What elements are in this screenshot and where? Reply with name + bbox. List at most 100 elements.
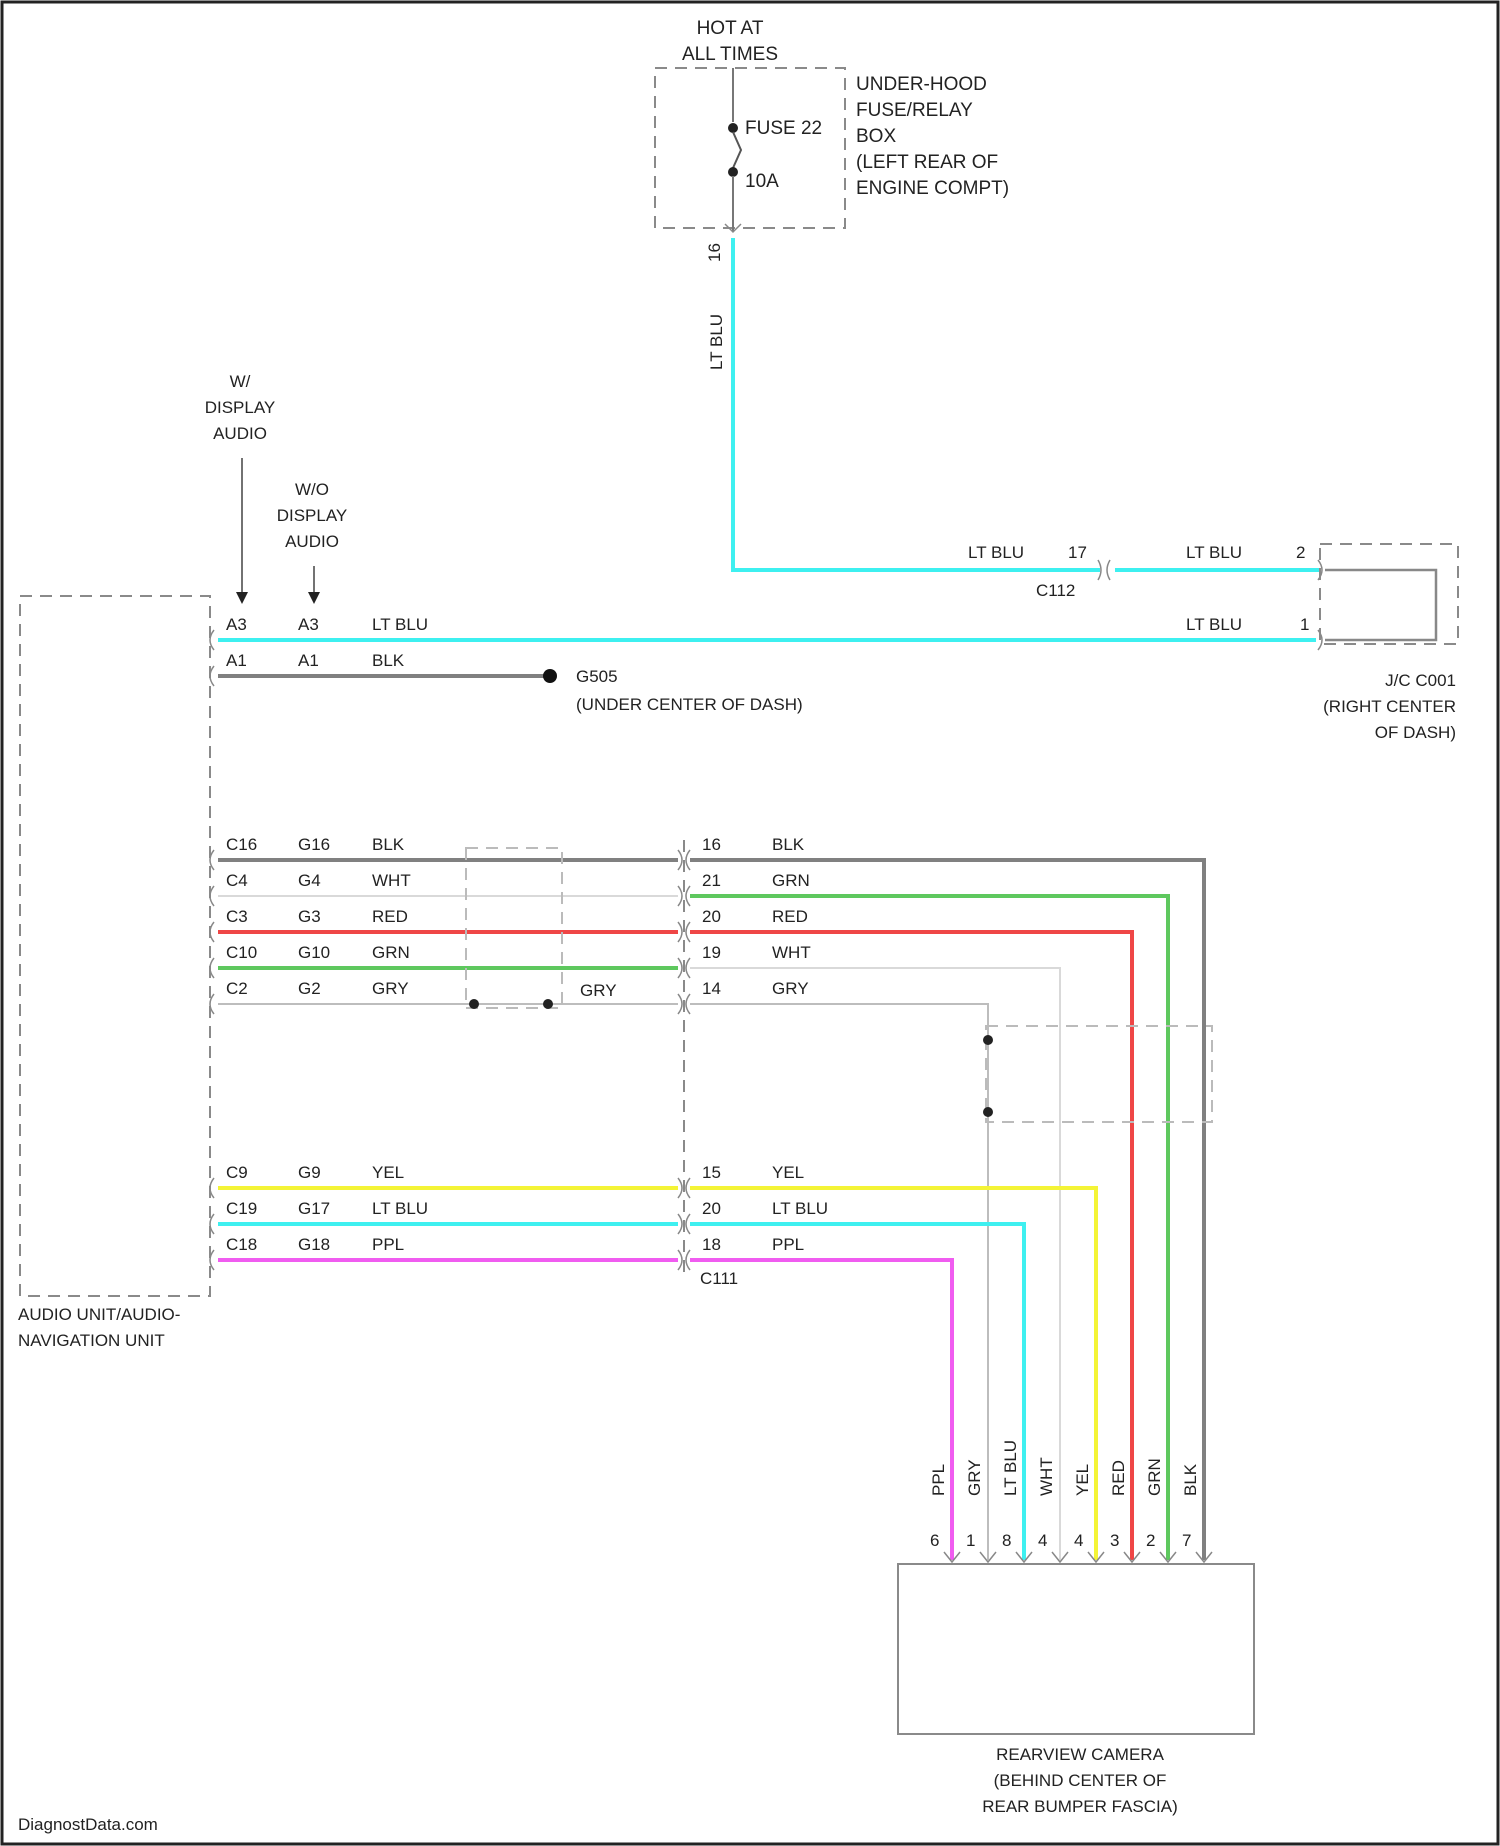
fuse-wire-color: LT BLU xyxy=(707,314,726,370)
c111-pin-0: 16 xyxy=(702,835,721,854)
wire-pin-w-1: C4 xyxy=(226,871,248,890)
camera-shield-splice-2 xyxy=(983,1107,993,1117)
camera-label-line1: REARVIEW CAMERA xyxy=(996,1745,1164,1764)
camera-pin-5: 3 xyxy=(1110,1531,1119,1550)
w-display-line2: DISPLAY xyxy=(205,398,276,417)
c112-wire-in-color: LT BLU xyxy=(968,543,1024,562)
jc-pin-top: 2 xyxy=(1296,543,1305,562)
ground-location: (UNDER CENTER OF DASH) xyxy=(576,695,803,714)
wire-color-1: WHT xyxy=(372,871,411,890)
audio-unit-label-line2: NAVIGATION UNIT xyxy=(18,1331,165,1350)
hot-label-line2: ALL TIMES xyxy=(682,44,778,65)
w-display-line3: AUDIO xyxy=(213,424,267,443)
wo-display-line3: AUDIO xyxy=(285,532,339,551)
wo-display-line1: W/O xyxy=(295,480,329,499)
wire-pin-wo-7: G18 xyxy=(298,1235,330,1254)
camera-wire-label-0: PPL xyxy=(929,1464,948,1496)
c111-pin-7: 18 xyxy=(702,1235,721,1254)
box-label-line2: FUSE/RELAY xyxy=(856,100,973,121)
hot-label-line1: HOT AT xyxy=(697,18,764,39)
wire-color-5: YEL xyxy=(372,1163,404,1182)
camera-wire-label-5: RED xyxy=(1109,1460,1128,1496)
right-wire-color-0: BLK xyxy=(772,835,805,854)
wire-pin-w-0: C16 xyxy=(226,835,257,854)
jc-wire-top-color: LT BLU xyxy=(1186,543,1242,562)
camera-shield-splice-1 xyxy=(983,1035,993,1045)
camera-pin-6: 2 xyxy=(1146,1531,1155,1550)
wire-pin-wo-5: G9 xyxy=(298,1163,321,1182)
c112-pin: 17 xyxy=(1068,543,1087,562)
right-wire-color-4: GRY xyxy=(772,979,809,998)
shield-splice-1 xyxy=(469,999,479,1009)
camera-wire-label-3: WHT xyxy=(1037,1457,1056,1496)
camera-wire-label-2: LT BLU xyxy=(1001,1440,1020,1496)
wire-pin-wo-4: G2 xyxy=(298,979,321,998)
rearview-camera-box xyxy=(898,1564,1254,1734)
box-label-line5: ENGINE COMPT) xyxy=(856,178,1009,199)
c111-pin-2: 20 xyxy=(702,907,721,926)
a1-w-pin: A1 xyxy=(226,651,247,670)
wire-pin-w-5: C9 xyxy=(226,1163,248,1182)
wire-pin-w-3: C10 xyxy=(226,943,257,962)
box-label-line4: (LEFT REAR OF xyxy=(856,152,998,173)
box-label-line1: UNDER-HOOD xyxy=(856,74,987,95)
c111-label: C111 xyxy=(700,1269,738,1288)
wire-pin-w-7: C18 xyxy=(226,1235,257,1254)
fuse-terminal-bottom xyxy=(728,167,738,177)
jc-wire-bottom-color: LT BLU xyxy=(1186,615,1242,634)
wire-pin-wo-2: G3 xyxy=(298,907,321,926)
wire-pin-wo-1: G4 xyxy=(298,871,321,890)
shield-splice-2 xyxy=(543,999,553,1009)
right-wire-color-5: YEL xyxy=(772,1163,804,1182)
wire-pin-w-2: C3 xyxy=(226,907,248,926)
wire-color-4: GRY xyxy=(372,979,409,998)
fuse-pin-number: 16 xyxy=(705,243,724,262)
camera-pin-1: 1 xyxy=(966,1531,975,1550)
wo-display-line2: DISPLAY xyxy=(277,506,348,525)
camera-label-line3: REAR BUMPER FASCIA) xyxy=(982,1797,1178,1816)
wire-color-6: LT BLU xyxy=(372,1199,428,1218)
camera-wire-label-4: YEL xyxy=(1073,1464,1092,1496)
jc-label-line1: J/C C001 xyxy=(1385,671,1456,690)
camera-label-line2: (BEHIND CENTER OF xyxy=(994,1771,1167,1790)
footer-watermark: DiagnostData.com xyxy=(18,1815,158,1834)
w-display-line1: W/ xyxy=(230,372,251,391)
c111-pin-1: 21 xyxy=(702,871,721,890)
camera-pin-2: 8 xyxy=(1002,1531,1011,1550)
camera-pin-4: 4 xyxy=(1074,1531,1083,1550)
wire-pin-wo-3: G10 xyxy=(298,943,330,962)
ground-icon xyxy=(543,669,557,683)
a1-wire-color: BLK xyxy=(372,651,405,670)
jc-pin-bottom: 1 xyxy=(1300,615,1309,634)
wire-color-0: BLK xyxy=(372,835,405,854)
wire-color-2: RED xyxy=(372,907,408,926)
mid-gry-label: GRY xyxy=(580,981,617,1000)
a1-wo-pin: A1 xyxy=(298,651,319,670)
c111-pin-4: 14 xyxy=(702,979,721,998)
camera-wire-label-6: GRN xyxy=(1145,1458,1164,1496)
fuse-amp: 10A xyxy=(745,171,779,192)
c111-pin-3: 19 xyxy=(702,943,721,962)
audio-unit-label-line1: AUDIO UNIT/AUDIO- xyxy=(18,1305,180,1324)
ground-id: G505 xyxy=(576,667,618,686)
camera-wire-label-7: BLK xyxy=(1181,1463,1200,1496)
fuse-terminal-top xyxy=(728,123,738,133)
wire-color-7: PPL xyxy=(372,1235,404,1254)
right-wire-color-2: RED xyxy=(772,907,808,926)
a3-wire-color: LT BLU xyxy=(372,615,428,634)
a3-wo-pin: A3 xyxy=(298,615,319,634)
right-wire-color-6: LT BLU xyxy=(772,1199,828,1218)
jc-label-line2: (RIGHT CENTER xyxy=(1323,697,1456,716)
c112-label: C112 xyxy=(1036,581,1075,600)
c111-pin-6: 20 xyxy=(702,1199,721,1218)
camera-pin-0: 6 xyxy=(930,1531,939,1550)
camera-wire-label-1: GRY xyxy=(965,1459,984,1496)
camera-pin-3: 4 xyxy=(1038,1531,1047,1550)
box-label-line3: BOX xyxy=(856,126,896,147)
jc-label-line3: OF DASH) xyxy=(1375,723,1456,742)
c111-pin-5: 15 xyxy=(702,1163,721,1182)
camera-pin-7: 7 xyxy=(1182,1531,1191,1550)
a3-w-pin: A3 xyxy=(226,615,247,634)
wire-pin-w-4: C2 xyxy=(226,979,248,998)
